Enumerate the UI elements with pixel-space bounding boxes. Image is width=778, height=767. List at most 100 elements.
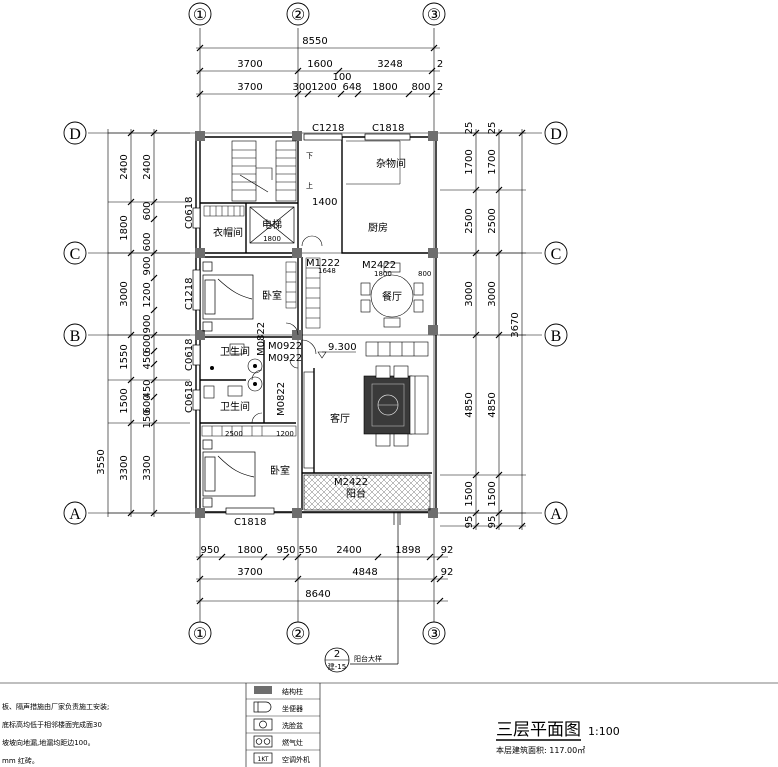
dim-top-1600: 1600 bbox=[307, 59, 332, 70]
dim-left-total: 3550 bbox=[96, 449, 107, 474]
room-label-elevator: 电梯 bbox=[262, 218, 282, 231]
floor-level-text: 9.300 bbox=[328, 342, 357, 353]
bedroom1-bed bbox=[202, 261, 254, 332]
door-label-m0922a: M0922 bbox=[268, 341, 302, 352]
room-label-kitchen: 厨房 bbox=[368, 221, 388, 234]
ac-unit-tag: 1KT bbox=[258, 756, 269, 763]
dim-overall-top: 8550 bbox=[302, 36, 327, 47]
axis-bubble-C-right: C bbox=[544, 241, 568, 265]
svg-text:C: C bbox=[551, 246, 562, 263]
bathroom-fixtures bbox=[203, 343, 263, 399]
door-label-m1222: M1222 bbox=[306, 258, 340, 269]
dim-left-in-600d: 600 bbox=[142, 394, 153, 413]
dim-bottom-1800: 1800 bbox=[237, 545, 262, 556]
dim-small-800: 800 bbox=[418, 270, 431, 278]
gas-stove-icon bbox=[253, 735, 273, 748]
top-dimension-lines bbox=[196, 44, 440, 98]
right-dimension-text: 25 25 1700 2500 3000 4850 1500 95 1700 2… bbox=[464, 122, 521, 529]
room-label-bedroom1: 卧室 bbox=[262, 289, 282, 302]
dim-right-in-3000: 3000 bbox=[487, 281, 498, 306]
window-label-c1218-top: C1218 bbox=[312, 123, 344, 134]
room-label-bedroom2: 卧室 bbox=[270, 464, 290, 477]
dim-small-1800b: 1800 bbox=[374, 270, 392, 278]
dim-top-3248: 3248 bbox=[377, 59, 402, 70]
svg-text:B: B bbox=[70, 328, 81, 345]
dim-right-3000: 3000 bbox=[464, 281, 475, 306]
dim-small-1200: 1200 bbox=[276, 430, 294, 438]
room-label-closet: 衣帽间 bbox=[213, 226, 243, 239]
axis-bubble-A-left: A bbox=[63, 501, 87, 525]
right-dimension-lines bbox=[440, 129, 526, 530]
left-dimension-text: 3550 2400 1800 3000 1550 1500 3300 2400 … bbox=[96, 154, 153, 480]
room-label-living: 客厅 bbox=[330, 412, 350, 425]
dim-bottom-950a: 950 bbox=[200, 545, 219, 556]
dim-bottom-3700: 3700 bbox=[237, 567, 262, 578]
bedroom2-bed bbox=[202, 439, 256, 508]
dim-top-3700b: 3700 bbox=[237, 82, 262, 93]
svg-text:①: ① bbox=[193, 626, 207, 643]
dim-top-2a: 2 bbox=[437, 59, 443, 70]
dim-left-3000: 3000 bbox=[119, 281, 130, 306]
elevator-dim: 1800 bbox=[263, 235, 281, 243]
legend-label-gas-stove: 燃气灶 bbox=[282, 738, 303, 747]
dim-left-in-600a: 600 bbox=[142, 201, 153, 220]
dim-left-in-450b: 450 bbox=[142, 379, 153, 398]
dim-left-in-150: 150 bbox=[142, 409, 153, 428]
dim-right-in-2500: 2500 bbox=[487, 208, 498, 233]
bedroom1-wardrobe bbox=[285, 261, 297, 309]
dining-table bbox=[360, 262, 424, 328]
level-marker bbox=[317, 351, 356, 359]
axis-bubble-A-right: A bbox=[544, 501, 568, 525]
dim-right-4850: 4850 bbox=[464, 392, 475, 417]
dim-right-in-1700: 1700 bbox=[487, 149, 498, 174]
staircase bbox=[231, 140, 297, 202]
dim-right-in-4850: 4850 bbox=[487, 392, 498, 417]
closet-shelving bbox=[203, 205, 245, 217]
dim-left-2400: 2400 bbox=[119, 154, 130, 179]
dim-top-648: 648 bbox=[342, 82, 361, 93]
dim-bottom-4848: 4848 bbox=[352, 567, 377, 578]
dim-left-in-1200: 1200 bbox=[142, 282, 153, 307]
living-sofa bbox=[303, 341, 429, 469]
dim-right-total: 3670 bbox=[510, 312, 521, 337]
svg-text:①: ① bbox=[193, 7, 207, 24]
stair-down-label: 下 bbox=[306, 152, 313, 160]
svg-text:②: ② bbox=[291, 626, 305, 643]
detail-callout-bubble: 2 建-15 bbox=[324, 647, 350, 673]
axis-grid-lines bbox=[88, 28, 542, 622]
kitchen-counter bbox=[305, 257, 321, 329]
legend-row-lines bbox=[246, 698, 320, 751]
dim-top-3700: 3700 bbox=[237, 59, 262, 70]
svg-text:A: A bbox=[69, 506, 81, 523]
axis-bubble-D-left: D bbox=[63, 121, 87, 145]
dim-overall-bottom: 8640 bbox=[305, 589, 330, 600]
svg-text:②: ② bbox=[291, 7, 305, 24]
axis-bubble-1-bottom: ① bbox=[188, 621, 212, 645]
dim-right-2500: 2500 bbox=[464, 208, 475, 233]
drawing-title: 三层平面图 bbox=[496, 720, 581, 740]
dim-left-in-900b: 900 bbox=[142, 314, 153, 333]
dim-bottom-1898: 1898 bbox=[395, 545, 420, 556]
detail-number: 2 bbox=[334, 649, 340, 660]
dim-bottom-92a: 92 bbox=[441, 545, 454, 556]
dim-top-800: 800 bbox=[411, 82, 430, 93]
dim-1400: 1400 bbox=[312, 197, 337, 208]
door-swings bbox=[251, 235, 323, 424]
living-rug bbox=[363, 375, 413, 435]
room-label-bath1: 卫生间 bbox=[220, 345, 250, 358]
window-label-c0618-bath1: C0618 bbox=[184, 339, 195, 371]
detail-sheet: 建-15 bbox=[328, 662, 346, 671]
dim-right-in-1500: 1500 bbox=[487, 481, 498, 506]
note-line-1: 板、隔声措施由厂家负责施工安装; bbox=[2, 702, 109, 711]
window-label-c0618-closet: C0618 bbox=[184, 197, 195, 229]
door-label-m0822a: M0822 bbox=[256, 322, 267, 356]
stair-up-label: 上 bbox=[306, 181, 313, 190]
bottom-dimension-lines bbox=[196, 553, 448, 605]
dim-right-top-25a: 25 bbox=[464, 122, 475, 135]
ac-unit-icon: 1KT bbox=[253, 752, 273, 764]
dim-left-in-2400: 2400 bbox=[142, 154, 153, 179]
balcony-detail-leader bbox=[350, 512, 401, 665]
axis-bubble-1-top: ① bbox=[188, 2, 212, 26]
dim-left-in-600b: 600 bbox=[142, 232, 153, 251]
